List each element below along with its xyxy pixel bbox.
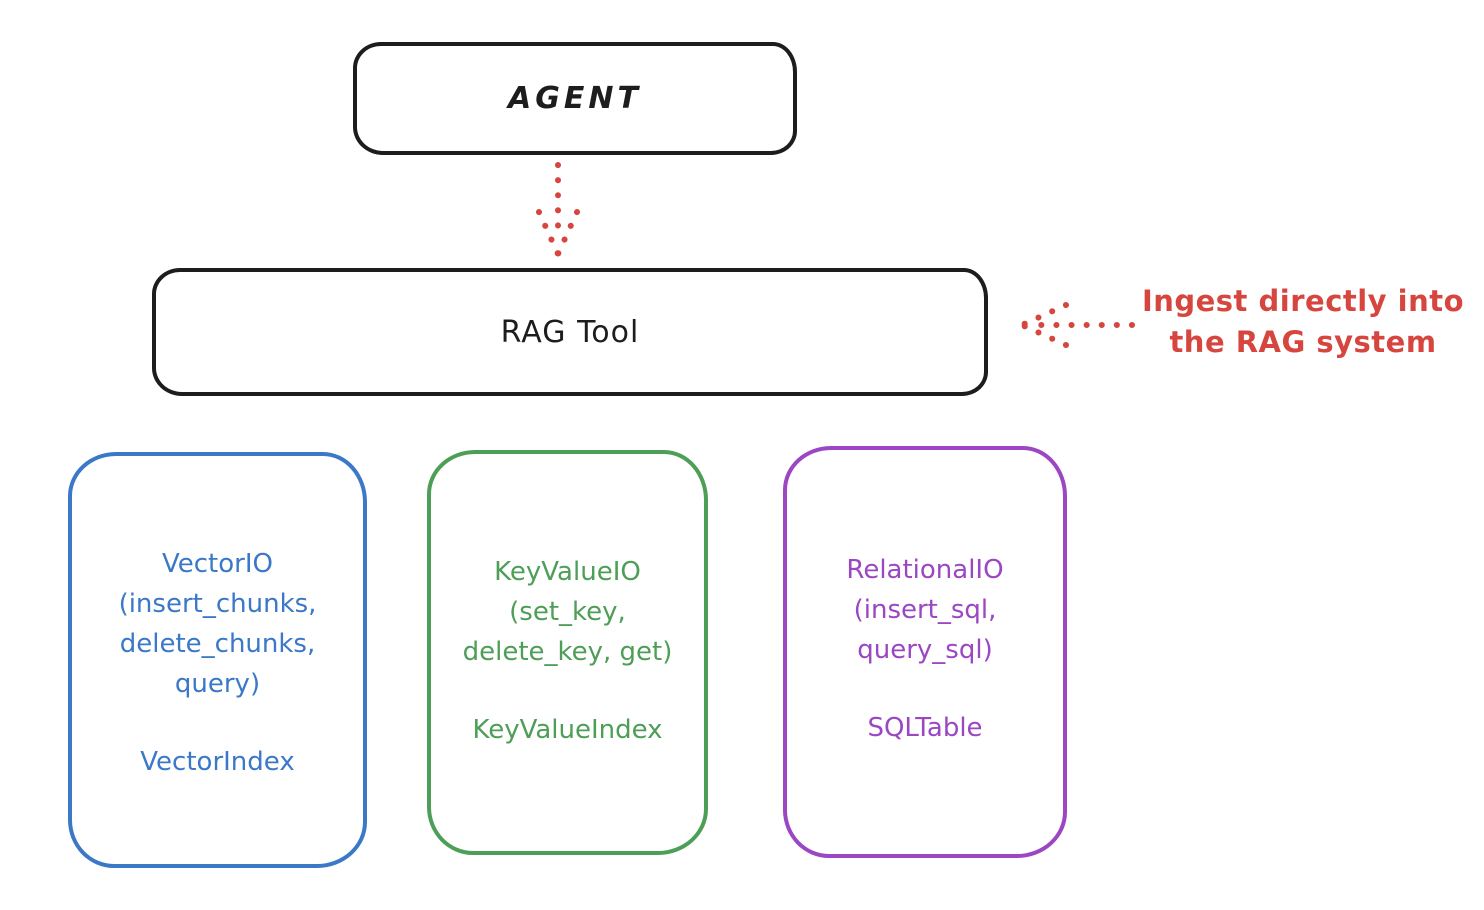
relational-io-method-line-2: query_sql) (857, 635, 993, 665)
ingest-annotation-line-1: Ingest directly into (1141, 284, 1465, 318)
vector-index-label: VectorIndex (140, 747, 295, 777)
relational-io-title: RelationalIO (846, 555, 1004, 585)
key-value-io-title: KeyValueIO (494, 557, 641, 587)
key-value-io-method-line-1: (set_key, (509, 597, 626, 627)
relational-io-method-line-1: (insert_sql, (853, 595, 997, 625)
relational-io-node[interactable]: RelationalIO (insert_sql, query_sql) SQL… (783, 446, 1067, 858)
key-value-index-label: KeyValueIndex (472, 715, 663, 745)
vector-io-method-line-1: (insert_chunks, (118, 589, 317, 619)
rag-tool-node[interactable]: RAG Tool (152, 268, 988, 396)
key-value-io-method-line-2: delete_key, get) (462, 637, 673, 667)
vector-io-title: VectorIO (162, 549, 273, 579)
arrow-annotation-to-ragtool-icon (1019, 302, 1135, 348)
key-value-io-node[interactable]: KeyValueIO (set_key, delete_key, get) Ke… (427, 450, 708, 855)
agent-node-label: AGENT (508, 81, 642, 116)
ingest-annotation: Ingest directly into the RAG system (1133, 281, 1473, 363)
agent-node[interactable]: AGENT (353, 42, 797, 155)
vector-io-method-line-3: query) (174, 669, 261, 699)
arrow-agent-to-ragtool-icon (536, 162, 580, 257)
vector-io-method-line-2: delete_chunks, (119, 629, 316, 659)
rag-tool-node-label: RAG Tool (500, 314, 640, 350)
ingest-annotation-line-2: the RAG system (1169, 325, 1437, 359)
sql-table-label: SQLTable (867, 713, 983, 743)
vector-io-node[interactable]: VectorIO (insert_chunks, delete_chunks, … (68, 452, 367, 868)
